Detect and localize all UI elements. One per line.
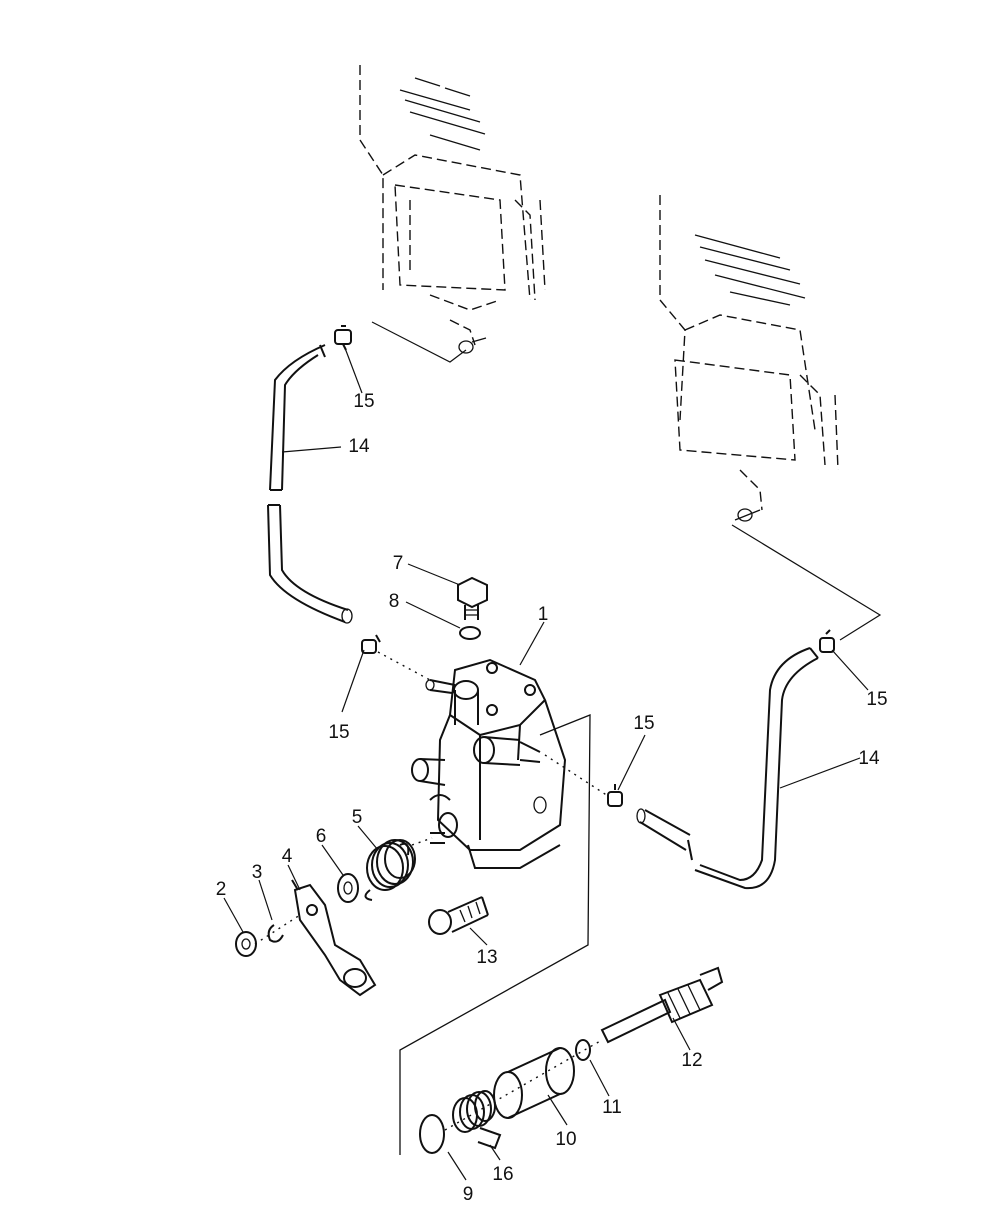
callout-2: 2	[216, 879, 227, 900]
callout-1: 1	[538, 604, 549, 625]
hose-clamp-mid-left	[361, 634, 381, 654]
phantom-carburetor-right	[659, 195, 839, 522]
fitting-line-left	[377, 651, 431, 681]
washer-6	[337, 873, 359, 903]
fitting-line-spring	[411, 837, 433, 846]
leader-lines	[223, 347, 869, 1181]
fuel-hose-right	[636, 647, 819, 890]
callout-14-right: 14	[858, 748, 880, 769]
drive-gear-shaft	[600, 966, 724, 1044]
hose-clamp-top-right	[819, 629, 835, 653]
callout-labels: 1 2 3 4 5 6 7 8 9 10 11 12 13 14 14 15 1…	[216, 391, 888, 1205]
hose-clamp-top-left	[334, 325, 352, 351]
sealing-washer	[459, 626, 481, 640]
torsion-spring	[364, 839, 416, 901]
thrust-washer	[575, 1039, 591, 1061]
lever-arm	[291, 879, 377, 997]
plug-screw	[457, 576, 488, 620]
callout-10: 10	[555, 1129, 576, 1150]
routing-line-left	[371, 321, 467, 363]
lock-nut	[235, 931, 257, 957]
callout-16: 16	[492, 1164, 513, 1185]
callout-11: 11	[602, 1097, 622, 1118]
phantom-carburetor-left	[359, 65, 546, 354]
fuel-hose-left	[267, 344, 353, 624]
fitting-line-right	[544, 754, 609, 797]
bushing-sleeve	[493, 1047, 575, 1119]
retaining-clip	[267, 924, 284, 943]
callout-7: 7	[393, 553, 404, 574]
callout-15-mid-left: 15	[328, 722, 349, 743]
callout-6: 6	[316, 826, 327, 847]
callout-4: 4	[282, 846, 293, 867]
callout-15-top-right: 15	[866, 689, 887, 710]
callout-14-left: 14	[348, 436, 370, 457]
callout-3: 3	[252, 862, 263, 883]
fuel-pump-body	[411, 658, 567, 869]
hose-clamp-mid-right	[607, 784, 623, 807]
o-ring	[419, 1114, 445, 1154]
callout-8: 8	[389, 591, 400, 612]
worm-gear	[452, 1090, 502, 1150]
callout-15-mid-right: 15	[633, 713, 654, 734]
callout-5: 5	[352, 807, 363, 828]
mounting-bolt	[428, 896, 489, 935]
routing-line-right	[731, 524, 882, 641]
assembly-boundary-bracket	[399, 714, 591, 1155]
callout-9: 9	[463, 1184, 474, 1205]
callout-12: 12	[681, 1050, 702, 1071]
shaft-axis-line	[254, 914, 301, 945]
callout-15-top-left: 15	[353, 391, 374, 412]
callout-13: 13	[476, 947, 497, 968]
